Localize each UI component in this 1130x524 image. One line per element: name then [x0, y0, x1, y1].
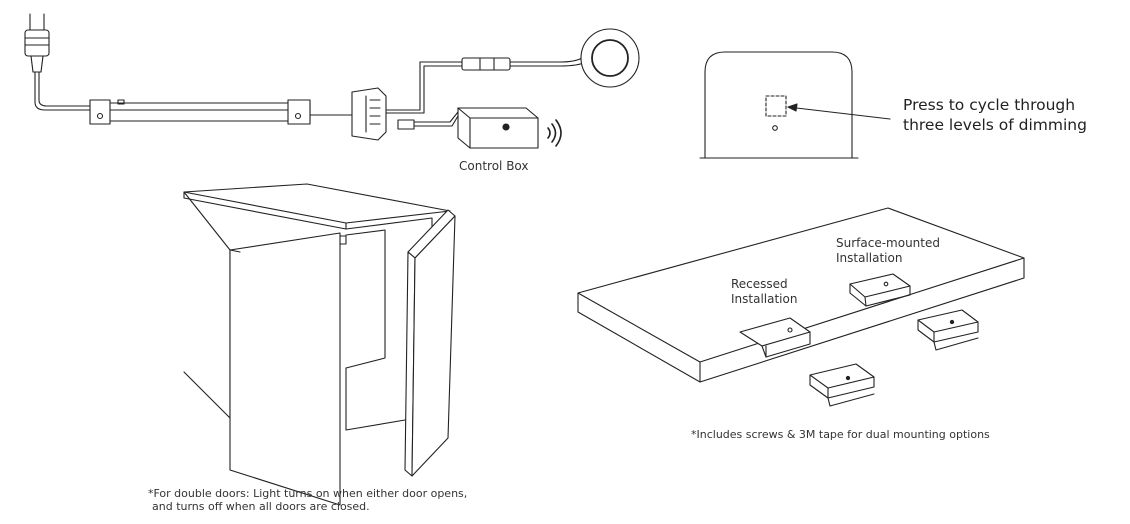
puck-light — [580, 28, 640, 88]
light-unit-loose-1 — [917, 309, 979, 351]
recessed-label-line2: Installation — [731, 292, 798, 306]
light-unit-loose-2 — [809, 363, 875, 407]
dimming-note-line2: three levels of dimming — [903, 116, 1087, 134]
control-box-label: Control Box — [459, 159, 529, 173]
control-box — [457, 107, 539, 149]
surface-mount-label-line1: Surface-mounted — [836, 236, 940, 250]
surface-mount-label-line2: Installation — [836, 251, 903, 265]
dimmer-switch-panel — [699, 51, 859, 159]
dimming-note-line1: Press to cycle through — [903, 96, 1076, 114]
sensor-cables — [385, 57, 587, 130]
doors-footnote-line2: and turns off when all doors are closed. — [152, 500, 370, 513]
connector-hub — [351, 87, 387, 141]
power-plug-icon — [24, 13, 96, 111]
recessed-label-line1: Recessed — [731, 277, 788, 291]
cabinet — [183, 183, 456, 506]
surface-mount — [849, 273, 911, 307]
doors-footnote-line1: *For double doors: Light turns on when e… — [148, 487, 468, 500]
shelf-board — [577, 207, 1025, 383]
mounting-footnote: *Includes screws & 3M tape for dual moun… — [691, 428, 990, 441]
led-light-bar — [89, 99, 311, 125]
callout-arrow — [787, 103, 891, 120]
recessed-mount — [739, 317, 811, 358]
wireless-signal-icon — [547, 119, 562, 147]
